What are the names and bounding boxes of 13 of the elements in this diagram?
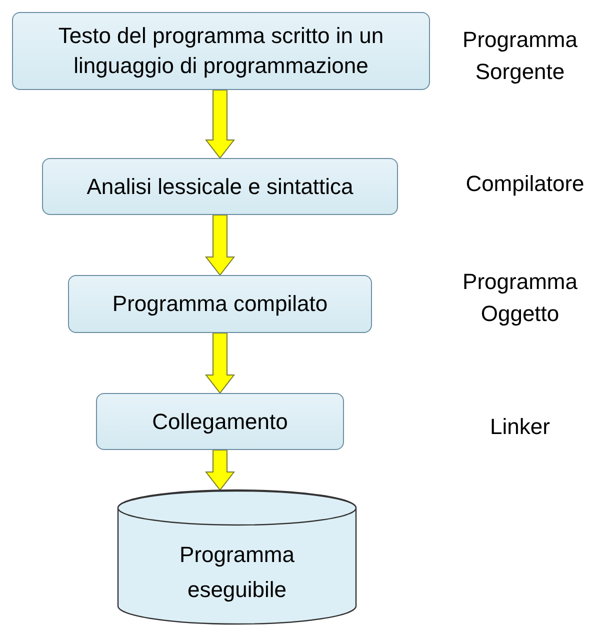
block-arrow	[204, 450, 236, 491]
node-text: Analisi lessicale e sintattica	[86, 172, 354, 201]
block-arrow	[204, 332, 236, 394]
node-text: Testo del programma scritto in un linguaggio di programmazione	[57, 22, 385, 80]
block-arrow	[204, 90, 236, 159]
stage-label: Compilatore	[464, 170, 586, 198]
node-text: Programma eseguibile	[178, 540, 296, 604]
block-arrow	[204, 214, 236, 276]
stage-label: Programma Sorgente	[462, 26, 578, 86]
node-text: Programma compilato	[112, 290, 328, 318]
stage-label: Linker	[489, 413, 551, 441]
stage-label: Programma Oggetto	[462, 268, 578, 328]
node-text: Collegamento	[152, 408, 288, 436]
